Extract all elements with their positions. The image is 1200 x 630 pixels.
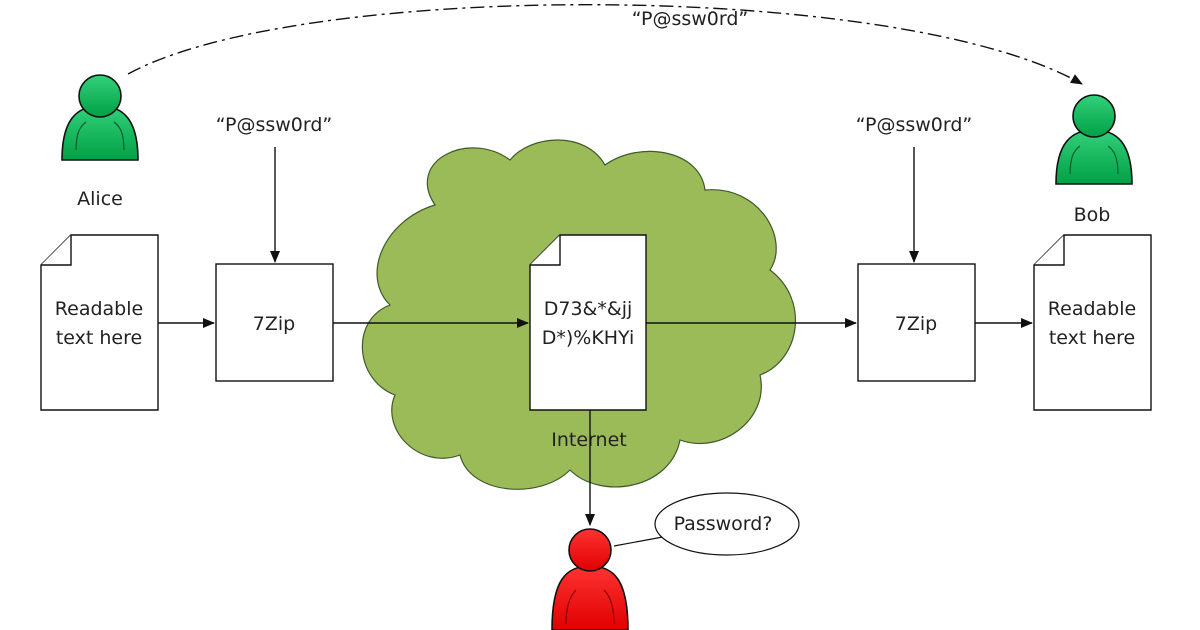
alice-label: Alice xyxy=(77,188,123,210)
sender-password-label: “P@ssw0rd” xyxy=(216,114,333,136)
cipher-line2: D*)%KHYi xyxy=(542,327,635,349)
plaintext-document-right: Readable text here xyxy=(1033,234,1152,411)
internet-label: Internet xyxy=(551,429,626,451)
plaintext-left-line1: Readable xyxy=(55,298,143,320)
plaintext-left-line2: text here xyxy=(56,327,142,349)
cipher-line1: D73&*&jj xyxy=(544,298,633,320)
bob-label: Bob xyxy=(1074,204,1111,226)
attacker-person-icon xyxy=(551,528,629,630)
plaintext-right-line2: text here xyxy=(1049,327,1135,349)
zip-box-right: 7Zip xyxy=(857,263,976,382)
plaintext-right-line1: Readable xyxy=(1048,298,1136,320)
bob-person-icon xyxy=(1055,94,1133,185)
plaintext-document-left: Readable text here xyxy=(40,234,159,411)
shared-password-arc xyxy=(127,4,1083,85)
zip-left-label: 7Zip xyxy=(253,313,295,335)
ciphertext-document: D73&*&jj D*)%KHYi xyxy=(529,234,647,411)
shared-password-label: “P@ssw0rd” xyxy=(632,8,749,30)
receiver-password-label: “P@ssw0rd” xyxy=(856,114,973,136)
speech-bubble: Password? xyxy=(613,492,800,556)
zip-right-label: 7Zip xyxy=(895,313,937,335)
zip-box-left: 7Zip xyxy=(215,263,334,382)
speech-bubble-text: Password? xyxy=(674,513,773,535)
alice-person-icon xyxy=(61,74,139,161)
